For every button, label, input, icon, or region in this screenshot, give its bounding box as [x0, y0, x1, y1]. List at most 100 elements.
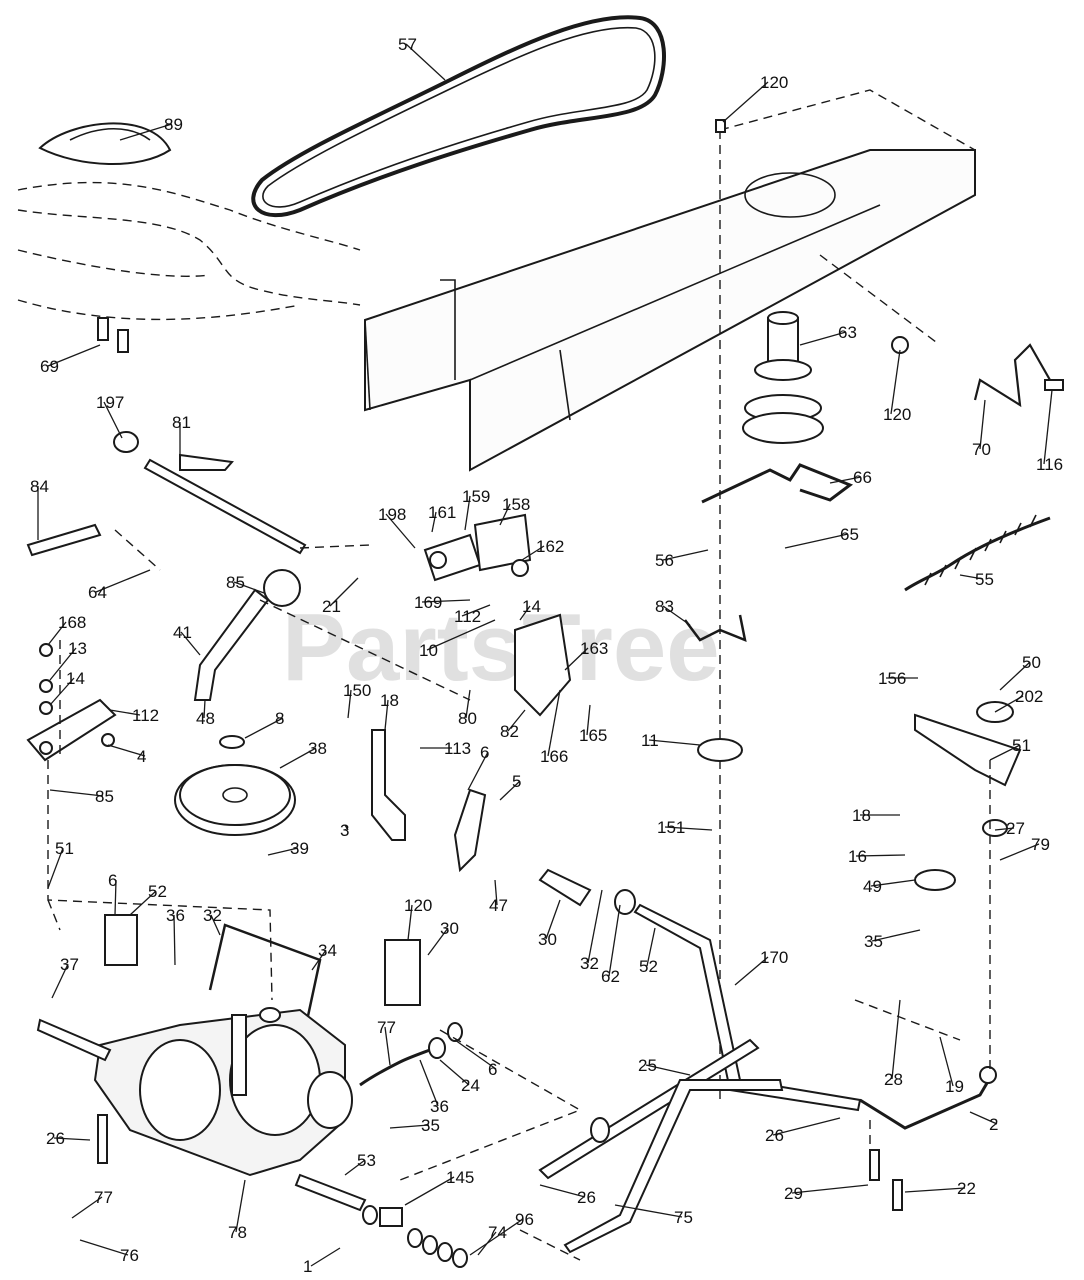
callout-label: 65: [840, 525, 859, 544]
callout-leader: [734, 956, 769, 986]
callout-leader: [539, 1184, 586, 1198]
callout-label: 28: [884, 1070, 903, 1089]
callout-leader: [419, 1059, 439, 1107]
callout-leader: [49, 647, 77, 681]
callout-leader: [279, 747, 317, 769]
callout-label: 112: [454, 607, 481, 626]
callout-leader: [119, 123, 173, 141]
callout-label: 70: [972, 440, 991, 459]
callout-label: 29: [784, 1184, 803, 1203]
bracket-113: [371, 729, 406, 841]
washer-24: [447, 1022, 463, 1042]
bolts-69: [97, 317, 129, 353]
callout-label: 50: [1022, 653, 1041, 672]
pulley-38: [697, 738, 743, 762]
callout-label: 38: [308, 739, 327, 758]
callout-leader: [404, 1176, 455, 1206]
fender-outline: [17, 181, 361, 321]
watermark-text: PartsTree: [282, 594, 720, 701]
callout-leader: [784, 533, 849, 549]
callout-leader: [871, 929, 921, 942]
callout-label: 77: [94, 1188, 113, 1207]
callout-leader: [385, 513, 416, 549]
callout-leader: [614, 1204, 683, 1218]
callout-leader: [994, 695, 1024, 713]
callout-label: 30: [538, 930, 557, 949]
callout-label: 6: [108, 871, 117, 890]
callout-label: 83: [655, 597, 674, 616]
callout-label: 168: [58, 613, 86, 632]
callout-label: 80: [458, 709, 477, 728]
callout-label: 74: [488, 1223, 507, 1242]
callout-leader: [267, 847, 299, 856]
callout-leader: [210, 914, 221, 936]
wire-41: [684, 614, 747, 643]
callout-label: 13: [68, 639, 87, 658]
callout-label: 36: [166, 906, 185, 925]
callout-label: 161: [428, 503, 456, 522]
callout-leader: [384, 1026, 391, 1066]
callout-label: 18: [852, 806, 871, 825]
callout-leader: [645, 1064, 691, 1076]
callout-leader: [521, 545, 545, 561]
callout-label: 53: [357, 1151, 376, 1170]
callout-leader: [180, 631, 201, 656]
callout-leader: [547, 689, 561, 757]
callout-label: 26: [577, 1188, 596, 1207]
callout-leader: [494, 879, 498, 906]
pedal-shaft-81: [113, 431, 307, 555]
rod-170: [208, 923, 322, 1031]
callout-leader: [47, 847, 64, 889]
callout-leader: [799, 331, 847, 346]
callout-label: 116: [1036, 455, 1063, 474]
cross-shaft-37: [633, 903, 862, 1112]
callout-label: 202: [1015, 687, 1043, 706]
callout-label: 1: [303, 1257, 312, 1276]
callout-label: 32: [580, 954, 599, 973]
callout-label: 49: [863, 877, 882, 896]
callout-leader: [389, 1124, 430, 1129]
callout-label: 6: [488, 1060, 497, 1079]
callout-leader: [47, 344, 101, 367]
callout-label: 66: [853, 468, 872, 487]
callout-leader: [114, 879, 117, 916]
callout-label: 166: [540, 747, 568, 766]
assembly-lines: [47, 529, 991, 1261]
callout-leader: [989, 744, 1021, 761]
callout-label: 21: [322, 597, 341, 616]
callout-label: 85: [95, 787, 114, 806]
callout-leader: [405, 43, 446, 81]
callout-label: 79: [1031, 835, 1050, 854]
callout-leader: [870, 879, 916, 887]
washers-75: [362, 1205, 468, 1268]
callout-label: 82: [500, 722, 519, 741]
callout-label: 10: [419, 641, 438, 660]
callout-leader: [47, 621, 67, 646]
callout-leader: [103, 401, 123, 439]
transaxle-1: [36, 1007, 367, 1212]
callout-leader: [107, 744, 146, 757]
callout-leader: [772, 1117, 841, 1136]
callout-label: 30: [440, 919, 459, 938]
nut-120-top: [715, 119, 726, 133]
callout-leader: [71, 1196, 103, 1219]
callout-label: 78: [228, 1223, 247, 1242]
callout-leader: [51, 963, 69, 999]
callout-label: 169: [414, 593, 442, 612]
callout-label: 47: [489, 896, 508, 915]
callout-label: 151: [657, 818, 685, 837]
callout-leader: [233, 581, 265, 594]
callout-label: 156: [878, 669, 906, 688]
callout-label: 159: [462, 487, 490, 506]
callout-leader: [95, 569, 151, 593]
callout-leader: [939, 1036, 954, 1087]
callout-leader: [586, 704, 591, 736]
callout-label: 5: [512, 772, 521, 791]
callout-leader: [469, 1218, 524, 1256]
bushing-62: [538, 868, 592, 907]
callout-leader: [959, 574, 984, 580]
callout-leader: [347, 689, 352, 719]
callout-label: 39: [290, 839, 309, 858]
callout-leader: [507, 709, 526, 732]
callout-leader: [545, 899, 561, 940]
